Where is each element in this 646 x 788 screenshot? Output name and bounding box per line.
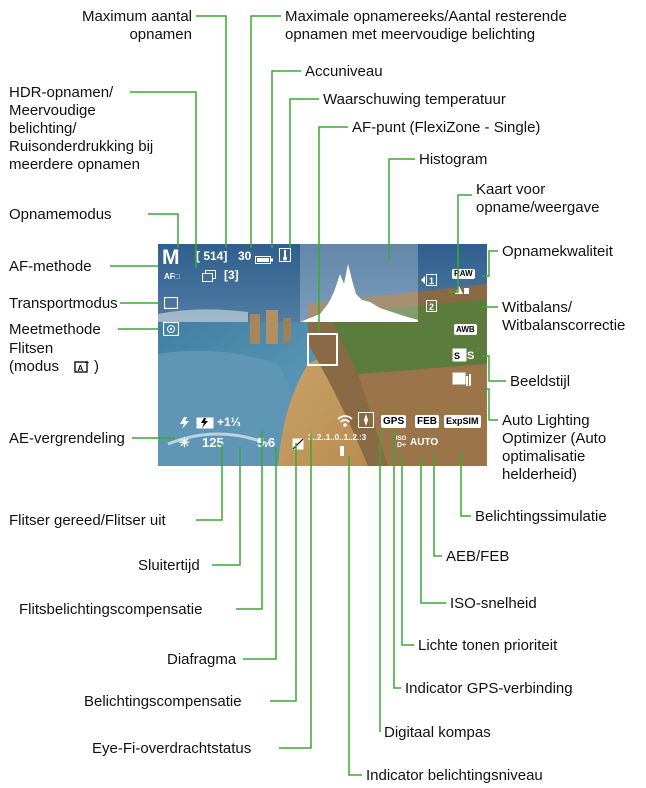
label-af-punt: AF-punt (FlexiZone - Single) xyxy=(352,119,541,136)
card-2-icon: 2 xyxy=(426,299,438,318)
max-burst: 30 xyxy=(238,249,252,263)
label-eye-fi: Eye-Fi-overdrachtstatus xyxy=(92,740,252,757)
flash-comp-value: +1⅓ xyxy=(217,415,241,429)
label-belichtingssimulatie: Belichtingssimulatie xyxy=(475,508,607,525)
label-aeb-feb: AEB/FEB xyxy=(446,548,510,565)
svg-text:S: S xyxy=(467,350,474,362)
feb-tag: FEB xyxy=(415,415,439,428)
raw-tag: RAW xyxy=(452,269,475,279)
label-meetmethode: Meetmethode xyxy=(9,321,101,338)
label-flitsen: Flitsen (modus A+ ) xyxy=(9,340,99,375)
label-accuniveau: Accuniveau xyxy=(305,63,383,80)
shutter-value: 125 xyxy=(202,435,224,450)
svg-text:S: S xyxy=(454,351,460,361)
label-transportmodus: Transportmodus xyxy=(9,295,118,312)
label-lichte-tonen: Lichte tonen prioriteit xyxy=(418,637,558,654)
card-1-icon: 1 xyxy=(420,273,438,292)
multi-count: [3] xyxy=(224,268,239,282)
label-ae-vergrendeling: AE-vergrendeling xyxy=(9,430,125,447)
label-flitser-gereed: Flitser gereed/Flitser uit xyxy=(9,512,166,529)
label-witbalans: Witbalans/ Witbalanscorrectie xyxy=(502,299,626,334)
af-method-indicator: AF□ xyxy=(164,272,180,281)
iso-value: AUTO xyxy=(410,437,439,448)
label-kaart: Kaart voor opname/weergave xyxy=(476,181,600,216)
svg-text:A: A xyxy=(78,364,84,373)
label-maximale-opnamereeks: Maximale opnamereeks/Aantal resterende o… xyxy=(285,8,567,43)
af-point-icon xyxy=(307,333,338,366)
label-af-methode: AF-methode xyxy=(9,258,92,275)
flash-ready-icon xyxy=(178,416,194,434)
svg-text:ISO: ISO xyxy=(396,436,407,442)
label-maximum-aantal-opnamen: Maximum aantal opnamen xyxy=(81,8,192,43)
label-opnamemodus: Opnamemodus xyxy=(9,206,112,223)
svg-text:1: 1 xyxy=(429,276,434,286)
gps-tag: GPS xyxy=(381,415,407,428)
label-waarschuwing-temperatuur: Waarschuwing temperatuur xyxy=(323,91,506,108)
exposure-level-marker xyxy=(339,443,345,461)
label-hdr-opnamen: HDR-opnamen/ Meervoudige belichting/ Rui… xyxy=(9,84,154,173)
label-digitaal-kompas: Digitaal kompas xyxy=(384,724,491,741)
label-gps-verbinding: Indicator GPS-verbinding xyxy=(405,680,573,697)
label-belichtingscompensatie: Belichtingscompensatie xyxy=(84,693,242,710)
alo-icon xyxy=(452,372,472,393)
flash-comp-icon xyxy=(196,416,214,434)
ae-lock-icon: ✳ xyxy=(179,435,190,450)
svg-text:D+: D+ xyxy=(397,442,406,448)
expsim-tag: ExpSIM xyxy=(444,415,481,428)
shooting-mode: M xyxy=(162,246,180,269)
label-iso-snelheid: ISO-snelheid xyxy=(450,595,537,612)
eye-fi-icon xyxy=(337,414,353,433)
label-auto-lighting: Auto Lighting Optimizer (Auto optimalisa… xyxy=(502,412,607,483)
auto-plus-mode-icon: A+ xyxy=(74,359,90,373)
label-beeldstijl: Beeldstijl xyxy=(510,373,571,390)
label-sluitertijd: Sluitertijd xyxy=(138,557,200,574)
svg-text:2: 2 xyxy=(429,302,434,312)
multi-shot-icon xyxy=(202,269,216,287)
label-flitsbelichtingscompensatie: Flitsbelichtingscompensatie xyxy=(19,601,203,618)
label-diafragma: Diafragma xyxy=(167,651,237,668)
drive-mode-icon xyxy=(163,296,179,314)
exposure-meter: 3..2..1..0..1..2.:3 xyxy=(308,433,367,442)
exposure-comp-icon xyxy=(292,437,304,455)
label-belichtingsniveau: Indicator belichtingsniveau xyxy=(366,767,543,784)
label-opnamekwaliteit: Opnamekwaliteit xyxy=(502,243,613,260)
svg-text:+: + xyxy=(85,360,89,367)
temperature-warning-icon xyxy=(279,248,291,267)
compass-icon xyxy=(358,412,374,433)
battery-icon xyxy=(255,252,273,270)
max-shots: [ 514] xyxy=(196,249,228,263)
label-histogram: Histogram xyxy=(419,151,488,168)
metering-icon xyxy=(162,321,180,341)
awb-tag: AWB xyxy=(454,324,477,335)
